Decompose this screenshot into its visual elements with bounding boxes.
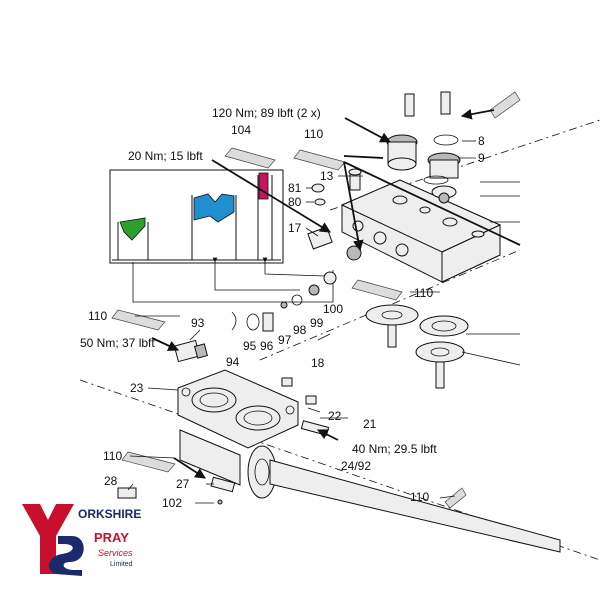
logo-y-mark [22, 504, 74, 574]
part-80 [314, 198, 326, 206]
part-label-110-a: 110 [304, 127, 323, 141]
grease-tool-icon [111, 91, 521, 509]
part-label-17: 17 [288, 221, 302, 235]
yorkshire-spray-logo: ORKSHIRE PRAY Services Limited [18, 500, 148, 578]
part-label-93: 93 [191, 316, 205, 330]
diaphragm-lower [415, 341, 465, 389]
part-label-21: 21 [363, 417, 377, 431]
lower-housing [177, 369, 299, 449]
part-102 [217, 499, 223, 505]
logo-brand-sub: Services [98, 548, 133, 558]
logo-brand-mid: PRAY [94, 530, 129, 545]
part-22-nut [305, 395, 317, 405]
part-95 [246, 313, 260, 331]
part-label-97: 97 [278, 333, 292, 347]
part-93-plug [173, 339, 208, 363]
part-label-104: 104 [231, 123, 251, 137]
part-label-110-d: 110 [103, 449, 122, 463]
part-label-110-b: 110 [414, 286, 433, 300]
part-label-102: 102 [162, 496, 182, 510]
part-label-24-92: 24/92 [341, 459, 371, 473]
part-label-13: 13 [320, 169, 334, 183]
part-label-110-e: 110 [410, 490, 429, 504]
logo-s-mark [48, 536, 84, 576]
part-label-23: 23 [130, 381, 144, 395]
part-label-96: 96 [260, 339, 274, 353]
part-label-95: 95 [243, 339, 257, 353]
torque-label-20: 20 Nm; 15 lbft [128, 149, 203, 163]
leader-lines [127, 140, 520, 504]
diaphragm-upper [365, 304, 419, 348]
part-94 [231, 311, 237, 331]
logo-brand-ltd: Limited [110, 561, 133, 568]
part-label-98: 98 [293, 323, 307, 337]
part-98 [291, 294, 303, 306]
magenta-seal [258, 172, 269, 200]
ring-right [419, 315, 469, 337]
part-label-110-c: 110 [88, 309, 107, 323]
part-81 [311, 183, 325, 193]
pump-head-block [340, 179, 502, 283]
part-28-bolt [117, 487, 137, 499]
part-97 [280, 301, 288, 309]
centerline-mid [259, 249, 521, 361]
torque-arrows [151, 108, 521, 479]
valve-assembly-right [423, 134, 461, 204]
part-label-100: 100 [323, 302, 343, 316]
part-label-18: 18 [311, 356, 325, 370]
logo-brand-top: ORKSHIRE [78, 507, 141, 521]
torque-label-50: 50 Nm; 37 lbft [80, 336, 155, 350]
part-label-22: 22 [328, 409, 342, 423]
part-label-81: 81 [288, 181, 302, 195]
part-label-99: 99 [310, 316, 324, 330]
part-99 [308, 284, 320, 296]
part-label-8: 8 [478, 134, 485, 148]
valve-assembly-left [386, 134, 418, 171]
part-100 [323, 271, 337, 285]
part-label-28: 28 [104, 474, 118, 488]
part-label-94: 94 [226, 355, 240, 369]
blue-seal [193, 193, 235, 223]
torque-label-120: 120 Nm; 89 lbft (2 x) [212, 106, 321, 120]
crankcase [179, 429, 561, 553]
part-label-9: 9 [478, 151, 485, 165]
green-seal [119, 217, 146, 241]
centerline-shaft [79, 379, 600, 561]
torque-label-40: 40 Nm; 29.5 lbft [352, 442, 437, 456]
part-label-27: 27 [176, 477, 190, 491]
part-13-plug [348, 168, 362, 191]
part-27-bolt [210, 476, 236, 493]
studs-top [404, 91, 451, 117]
part-label-80: 80 [288, 195, 302, 209]
part-96 [262, 312, 274, 332]
seal-detail-inset [109, 169, 334, 303]
part-21-nut [281, 377, 293, 387]
centerline-upper [329, 119, 600, 211]
